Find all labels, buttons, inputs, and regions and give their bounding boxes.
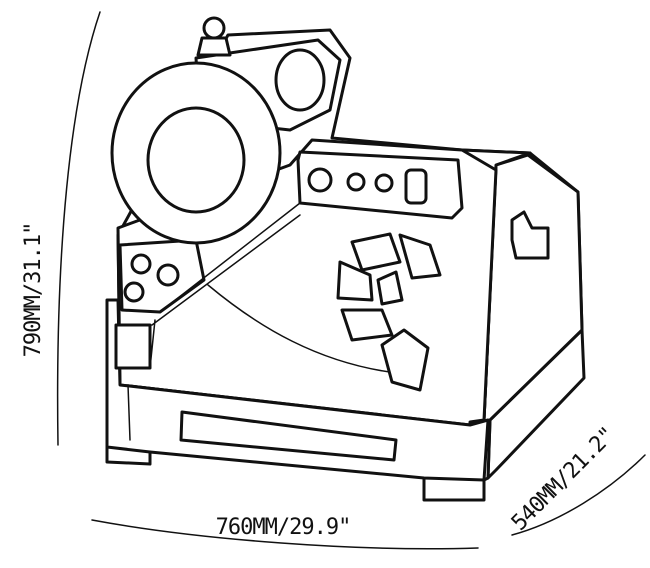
grille-segment-5 <box>340 308 394 342</box>
switch-slot <box>404 168 428 205</box>
panel-button-tr <box>156 263 180 287</box>
front-bevel <box>149 202 421 376</box>
front-slot <box>179 410 398 462</box>
lower-left-panel <box>114 323 152 370</box>
grille-segment-2 <box>398 233 442 280</box>
grille-segment-1 <box>350 232 402 272</box>
height-dimension-arc <box>56 11 101 446</box>
indicator-2 <box>374 173 394 193</box>
panel-button-tl <box>130 253 152 275</box>
depth-dimension-arc <box>511 454 646 536</box>
top-knob-stem <box>196 36 232 57</box>
side-handle <box>510 210 550 260</box>
width-dimension-label: 760MM/29.9" <box>216 515 351 540</box>
grille-segment-4 <box>376 270 404 306</box>
indicator-1 <box>346 172 366 192</box>
dial-left <box>307 167 333 193</box>
base-front-edge <box>127 384 471 441</box>
top-knob <box>202 16 226 40</box>
grille-segment-6 <box>380 328 430 392</box>
grille-segment-3 <box>336 260 374 302</box>
right-front-foot <box>422 478 486 502</box>
drum-front-inner <box>146 106 246 214</box>
drum-side-cap <box>274 48 326 112</box>
height-dimension-label: 790MM/31.1" <box>21 223 46 358</box>
width-dimension-arc <box>91 519 479 550</box>
panel-button-bl <box>123 281 145 303</box>
